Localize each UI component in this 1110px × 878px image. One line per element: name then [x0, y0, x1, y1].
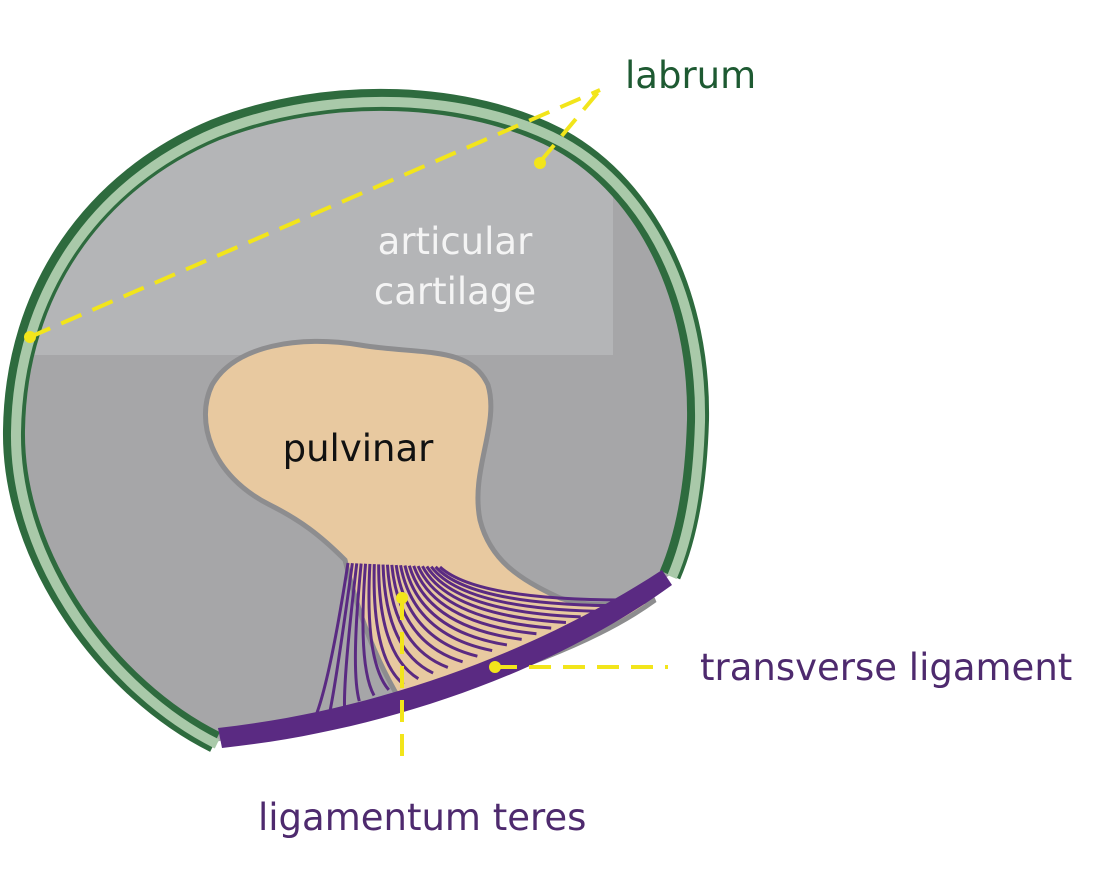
leader-lines: [29, 88, 668, 765]
ligamentum-teres-fiber: [416, 565, 552, 630]
ligamentum-teres-fiber: [390, 564, 464, 664]
ligamentum-teres-fiber: [430, 565, 596, 613]
ligamentum-teres-fiber: [403, 565, 508, 647]
ligamentum-teres-fibers: [313, 562, 626, 719]
ligamentum-teres-fiber: [385, 564, 449, 669]
labrum-leader-left: [29, 88, 601, 339]
label-pulvinar: pulvinar: [283, 427, 435, 470]
label-labrum: labrum: [625, 54, 756, 97]
ligamentum-teres-fiber: [425, 565, 581, 619]
ligamentum-teres-fiber: [407, 565, 522, 641]
transverse-leader-dot: [489, 661, 501, 673]
ligamentum-teres-fiber: [361, 563, 376, 697]
ligamentum-teres-fiber: [328, 562, 354, 713]
ligamentum-teres-fiber: [353, 563, 363, 702]
ligamentum-teres-fiber: [367, 563, 390, 691]
teres-leader-dot: [396, 592, 408, 604]
ligamentum-teres-fiber: [372, 564, 405, 686]
label-cartilage: cartilage: [374, 270, 536, 313]
ligamentum-teres-fiber: [381, 564, 434, 675]
label-ligamentum-teres: ligamentum teres: [258, 796, 586, 839]
ligamentum-teres-fiber: [434, 565, 611, 608]
ligamentum-teres-fiber: [377, 564, 420, 680]
labrum-rim-inner: [10, 96, 706, 749]
ligamentum-teres-fiber: [394, 564, 478, 658]
label-articular: articular: [378, 220, 533, 263]
labrum-leader-dot-right: [534, 157, 546, 169]
ligamentum-teres-fiber: [313, 562, 350, 719]
label-transverse-ligament: transverse ligament: [700, 646, 1072, 689]
labrum-leader-right: [538, 88, 602, 164]
ligamentum-teres-fiber: [412, 565, 537, 636]
ligamentum-teres-fiber: [342, 563, 359, 707]
ligamentum-teres-fiber: [438, 565, 626, 602]
transverse-ligament-band: [218, 570, 672, 748]
labrum-leader-dot-left: [24, 331, 36, 343]
ligamentum-teres-fiber: [399, 565, 493, 653]
ligamentum-teres-fiber: [421, 565, 567, 624]
